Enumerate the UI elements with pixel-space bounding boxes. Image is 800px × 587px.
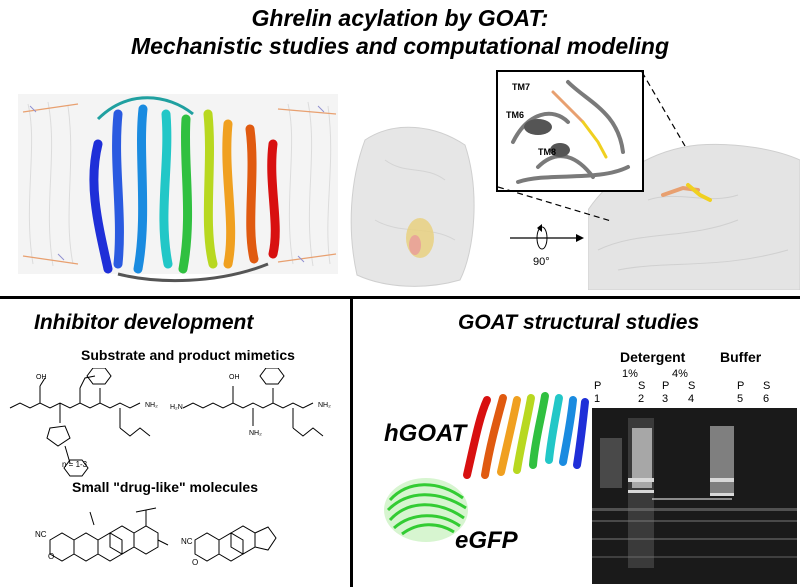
tm6-label: TM6 — [506, 110, 524, 120]
rotation-label: 90° — [533, 256, 550, 268]
h2n-label: H₂N — [170, 404, 183, 411]
lane-6-letter: S — [763, 380, 771, 392]
hgoat-model-image — [463, 392, 589, 479]
lane-4-letter: S — [688, 380, 696, 392]
structural-section-title: GOAT structural studies — [458, 311, 700, 334]
tm7-label: TM7 — [512, 82, 530, 92]
figure-title-line1: Ghrelin acylation by GOAT: — [251, 5, 549, 31]
mimetics-subtitle: Substrate and product mimetics — [81, 347, 295, 363]
nc-label-a: NC — [35, 530, 47, 539]
tm-inset-image — [511, 80, 630, 184]
lane-1-number: 1 — [594, 393, 601, 405]
vertical-divider — [350, 296, 353, 587]
egfp-model-image — [384, 478, 468, 542]
rotation-arrow — [510, 224, 584, 250]
figure-title-line2: Mechanistic studies and computational mo… — [130, 33, 670, 59]
steroid-structure-2 — [194, 525, 277, 562]
lane-3-number: 3 — [662, 393, 669, 405]
oh-label-b: OH — [229, 374, 240, 381]
detergent-label: Detergent — [620, 349, 686, 365]
lane-5-number: 5 — [737, 393, 744, 405]
nh2-label-a: NH₂ — [145, 402, 158, 409]
nh2-label-b: NH₂ — [249, 430, 262, 437]
lane-3-letter: P — [662, 380, 670, 392]
pct-2-label: 4% — [672, 368, 688, 380]
hgoat-label: hGOAT — [384, 420, 467, 447]
small-molecules-subtitle: Small "drug-like" molecules — [72, 479, 258, 495]
mimetic-structure-1 — [9, 368, 151, 477]
nc-label-b: NC — [181, 537, 193, 546]
lane-5-letter: P — [737, 380, 745, 392]
surface-model-image — [350, 126, 475, 287]
mimetic-structure-2 — [182, 368, 324, 437]
nh2-label-d: NH₂ — [318, 402, 331, 409]
buffer-label: Buffer — [720, 349, 762, 365]
egfp-label: eGFP — [455, 527, 518, 554]
gel-image — [592, 408, 797, 584]
n-equals-label: n = 1-3 — [62, 460, 88, 469]
lane-1-letter: P — [594, 380, 602, 392]
membrane-model-image — [18, 94, 338, 283]
lane-6-number: 6 — [763, 393, 770, 405]
callout-line-upper — [641, 71, 686, 147]
o-label-b: O — [192, 558, 199, 567]
lane-4-number: 4 — [688, 393, 695, 405]
lane-2-letter: S — [638, 380, 646, 392]
oh-label-a: OH — [36, 374, 47, 381]
inhibitor-section-title: Inhibitor development — [34, 311, 254, 334]
pct-1-label: 1% — [622, 368, 638, 380]
tm8-label: TM8 — [538, 147, 556, 157]
o-label-a: O — [48, 552, 55, 561]
lane-2-number: 2 — [638, 393, 645, 405]
callout-line-lower — [497, 186, 612, 222]
horizontal-divider — [0, 296, 800, 299]
steroid-structure-1 — [49, 507, 169, 562]
